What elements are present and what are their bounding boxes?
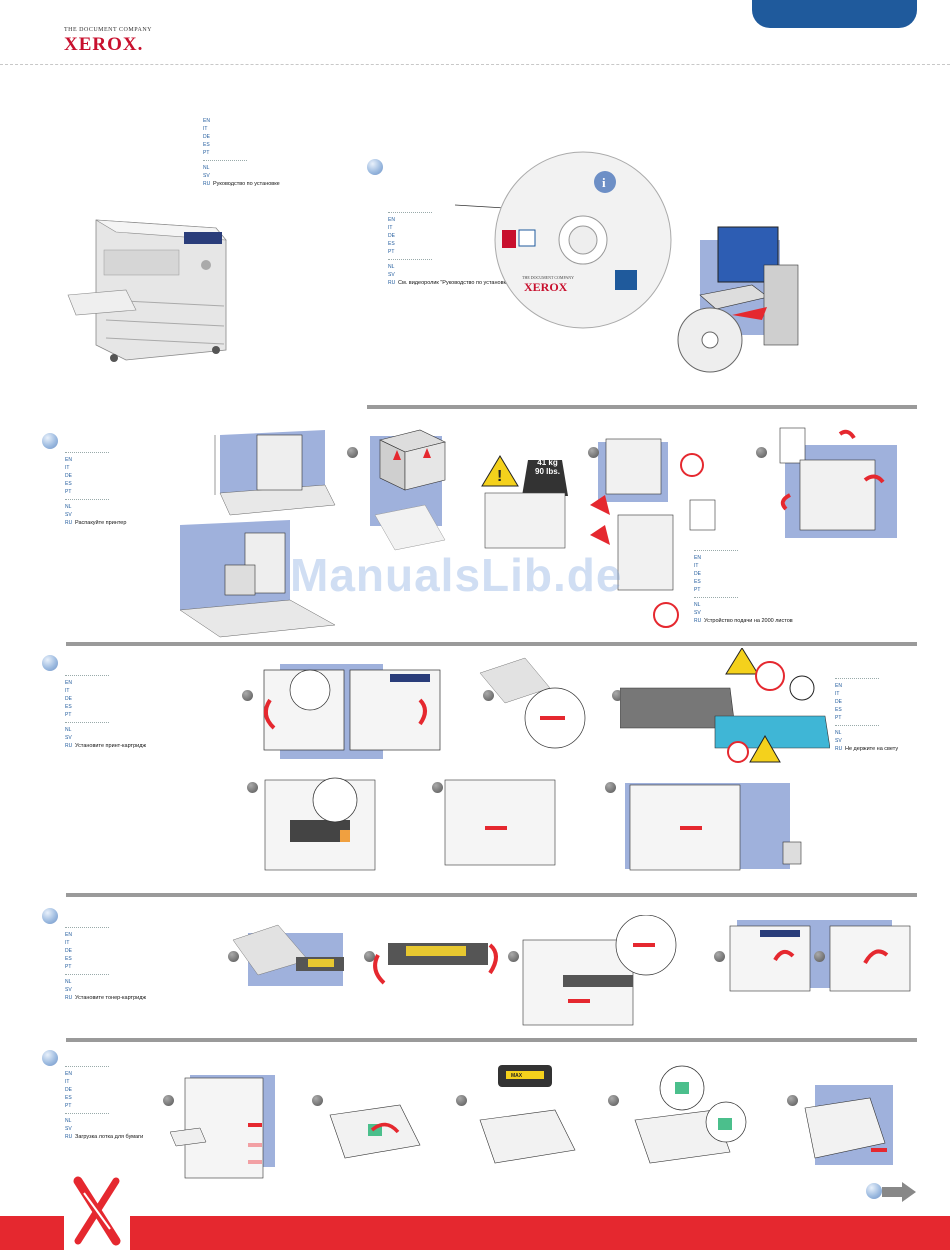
disc-tagline: THE DOCUMENT COMPANY bbox=[522, 275, 575, 280]
section-divider-4 bbox=[66, 1038, 917, 1042]
step-marker bbox=[787, 1095, 798, 1106]
next-page-bubble[interactable] bbox=[866, 1183, 882, 1199]
disc-brand: XEROX bbox=[524, 280, 568, 294]
company-tagline: THE DOCUMENT COMPANY bbox=[64, 27, 153, 33]
room-dimension-diagrams bbox=[179, 430, 336, 638]
step-marker bbox=[242, 690, 253, 701]
step-marker bbox=[612, 690, 623, 701]
step-marker bbox=[608, 1095, 619, 1106]
step-marker bbox=[588, 447, 599, 458]
step-marker bbox=[228, 951, 239, 962]
cd-disc: i bbox=[454, 151, 672, 329]
xerox-x-logo-box bbox=[64, 1173, 130, 1250]
toner-ru-text: Установите тонер-картридж bbox=[75, 995, 147, 1001]
open-front-cover-illustration bbox=[263, 669, 441, 751]
printer-illustration bbox=[67, 219, 227, 362]
step-marker bbox=[483, 690, 494, 701]
watermark: ManualsLib.de bbox=[290, 549, 623, 601]
step-marker bbox=[456, 1095, 467, 1106]
section-divider-2 bbox=[66, 642, 917, 646]
print-cartridge-ru-text: Установите принт-картридж bbox=[75, 743, 147, 749]
step-marker bbox=[163, 1095, 174, 1106]
toner-install-illustrations bbox=[232, 915, 677, 1026]
step-marker bbox=[756, 447, 767, 458]
max-fill-label: MAX bbox=[511, 1073, 523, 1079]
svg-text:i: i bbox=[602, 175, 606, 190]
step-marker bbox=[605, 782, 616, 793]
step-marker bbox=[347, 447, 358, 458]
step-marker bbox=[364, 951, 375, 962]
close-tray-illustration bbox=[804, 1097, 887, 1159]
header-divider bbox=[0, 64, 950, 65]
section-bubble-paper bbox=[42, 1050, 58, 1066]
unwrap-cartridge-illustration bbox=[479, 657, 586, 749]
tray-guide-illustrations bbox=[329, 1065, 747, 1164]
step-marker bbox=[714, 951, 725, 962]
box-illustration bbox=[374, 429, 446, 551]
section-divider-3 bbox=[66, 893, 917, 897]
printer-tray-illustration bbox=[170, 1077, 264, 1179]
paper-ru-text: Загрузка лотка для бумаги bbox=[75, 1134, 144, 1140]
xerox-logo: XEROX. bbox=[64, 34, 144, 55]
section-bubble-cd bbox=[367, 159, 383, 175]
next-arrow-icon[interactable] bbox=[882, 1182, 918, 1202]
step-marker bbox=[312, 1095, 323, 1106]
section-bubble-unpack bbox=[42, 433, 58, 449]
header-tab bbox=[752, 0, 917, 28]
cartridge-light-warning-illustration bbox=[620, 648, 830, 763]
svg-text:!: ! bbox=[497, 468, 502, 485]
step-marker bbox=[814, 951, 825, 962]
step-marker bbox=[508, 951, 519, 962]
close-cover-illustration bbox=[729, 925, 911, 992]
remove-packing-illustration bbox=[779, 427, 885, 531]
light-ru-text: Не держите на свету bbox=[845, 746, 899, 752]
cd-ru-text: См. видеоролик "Руководство по установке… bbox=[398, 280, 511, 286]
section-bubble-print-cartridge bbox=[42, 655, 58, 671]
section-bubble-toner bbox=[42, 908, 58, 924]
remove-tape-illustration bbox=[590, 438, 716, 628]
unpack-ru-text: Распакуйте принтер bbox=[75, 520, 127, 526]
xerox-x-icon bbox=[73, 1176, 121, 1246]
section-divider-1 bbox=[367, 405, 917, 409]
feeder-ru-text: Устройство подачи на 2000 листов bbox=[704, 618, 793, 624]
footer-bar bbox=[0, 1216, 950, 1250]
lift-warning-illustration: ! bbox=[481, 455, 568, 549]
intro-ru-text: Руководство по установке bbox=[213, 181, 280, 187]
computer-illustration bbox=[677, 226, 799, 373]
step-marker bbox=[247, 782, 258, 793]
step-marker bbox=[432, 782, 443, 793]
insert-cartridge-illustrations bbox=[264, 777, 802, 871]
